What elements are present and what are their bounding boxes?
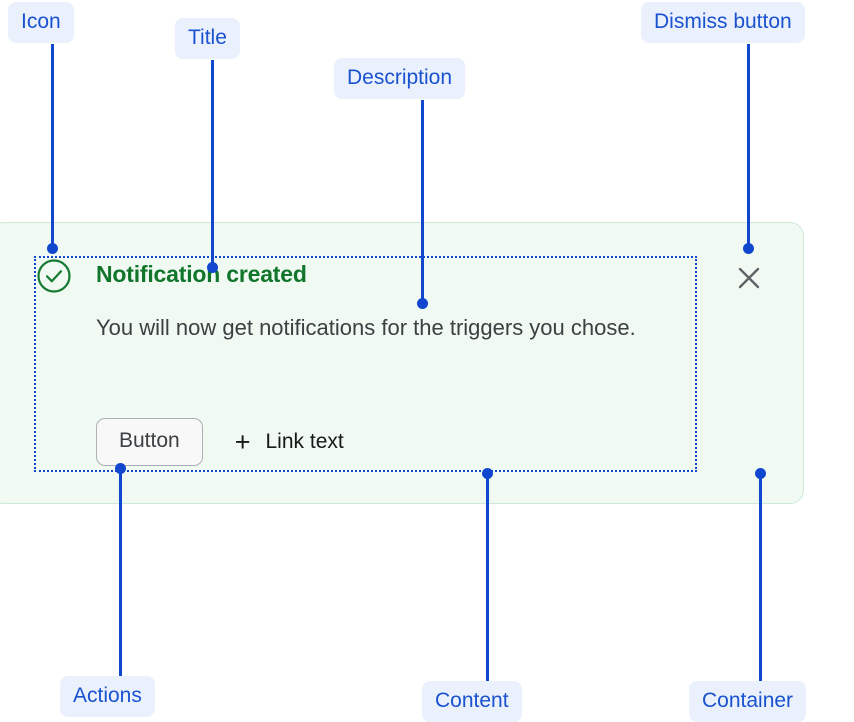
callout-description: Description xyxy=(334,58,466,99)
leader-dot-icon xyxy=(47,243,58,254)
notification-description: You will now get notifications for the t… xyxy=(96,315,636,340)
leader-dot-dismiss xyxy=(743,243,754,254)
leader-line-container xyxy=(759,473,762,681)
leader-line-icon xyxy=(51,44,54,248)
action-button[interactable]: Button xyxy=(96,418,203,466)
leader-dot-description xyxy=(417,298,428,309)
success-check-circle-icon xyxy=(36,258,72,294)
notification-actions: Button + Link text xyxy=(96,418,344,466)
plus-icon: + xyxy=(234,426,251,457)
leader-line-title xyxy=(211,60,214,267)
leader-line-content xyxy=(486,473,489,681)
leader-line-actions xyxy=(119,468,122,676)
callout-content: Content xyxy=(422,681,522,722)
link-action-label: Link text xyxy=(265,430,344,453)
leader-dot-container xyxy=(755,468,766,479)
link-action[interactable]: + Link text xyxy=(234,426,344,457)
notification-title: Notification created xyxy=(96,261,307,287)
callout-icon: Icon xyxy=(8,2,74,43)
leader-line-dismiss xyxy=(747,44,750,248)
leader-line-description xyxy=(421,100,424,303)
leader-dot-title xyxy=(207,262,218,273)
leader-dot-content xyxy=(482,468,493,479)
callout-container: Container xyxy=(689,681,807,722)
leader-dot-actions xyxy=(115,463,126,474)
dismiss-button[interactable] xyxy=(733,262,765,294)
callout-actions: Actions xyxy=(60,676,155,717)
callout-dismiss-button: Dismiss button xyxy=(641,2,805,43)
notification-content-region xyxy=(34,256,697,472)
callout-title: Title xyxy=(175,18,240,59)
